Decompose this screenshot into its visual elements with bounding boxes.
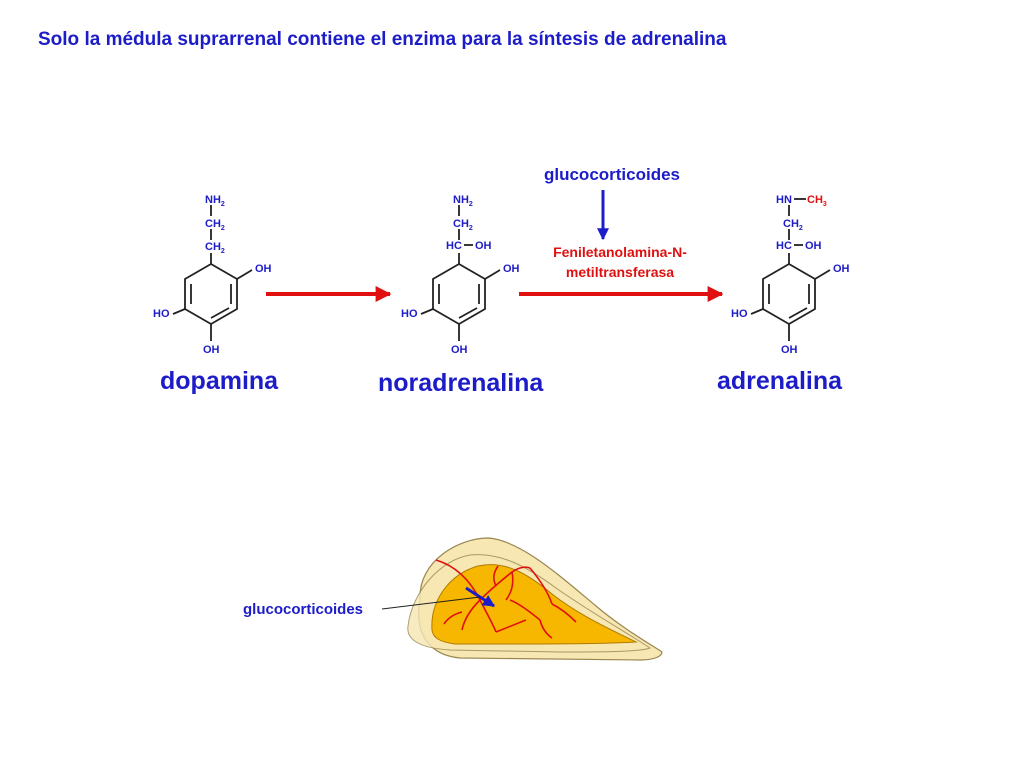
adrenaline-label: adrenalina <box>717 367 843 395</box>
noradrenaline-benzene-ring <box>432 262 486 326</box>
adrenaline-hc: HC <box>776 240 792 252</box>
noradrenaline-oh-right: OH <box>503 263 520 275</box>
dopamine-oh-right: OH <box>255 263 272 275</box>
adrenaline-oh-bottom: OH <box>781 344 798 356</box>
noradrenaline-hc: HC <box>446 240 462 252</box>
adrenaline-hc-oh: OH <box>805 240 822 252</box>
svg-text:NH2: NH2 <box>205 194 225 208</box>
enzyme-label-line1: Feniletanolamina-N- <box>553 244 687 260</box>
adrenaline-hn: HN <box>776 194 792 206</box>
dopamine-label: dopamina <box>160 367 279 395</box>
svg-text:CH2: CH2 <box>205 241 225 255</box>
adrenal-gland-illustration <box>381 537 663 661</box>
adrenaline-ho-left: HO <box>731 308 748 320</box>
gland-leader-line <box>381 596 481 610</box>
dopamine-ch2-a: CH <box>205 218 221 230</box>
page-title: Solo la médula suprarrenal contiene el e… <box>38 29 727 50</box>
noradrenaline-nh2: NH <box>453 194 469 206</box>
noradrenaline-structure: NH2 CH2 HC OH OH HO OH <box>401 194 520 356</box>
gland-label: glucocorticoides <box>243 601 363 618</box>
svg-text:CH3: CH3 <box>807 194 827 208</box>
adrenal-medulla <box>431 564 638 645</box>
svg-text:CH2: CH2 <box>205 218 225 232</box>
svg-text:NH2: NH2 <box>453 194 473 208</box>
regulator-label: glucocorticoides <box>544 165 680 184</box>
adrenaline-oh-right: OH <box>833 263 850 275</box>
svg-text:CH2: CH2 <box>453 218 473 232</box>
noradrenaline-hc-oh: OH <box>475 240 492 252</box>
dopamine-nh2: NH <box>205 194 221 206</box>
adrenaline-structure: HN CH3 CH2 HC OH OH HO OH <box>731 194 850 356</box>
adrenaline-ch2: CH <box>783 218 799 230</box>
svg-text:CH2: CH2 <box>783 218 803 232</box>
adrenaline-ch3: CH <box>807 194 823 206</box>
dopamine-benzene-ring <box>184 262 238 326</box>
adrenaline-benzene-ring <box>762 262 816 326</box>
noradrenaline-ch2: CH <box>453 218 469 230</box>
enzyme-label-line2: metiltransferasa <box>566 264 674 280</box>
dopamine-ch2-b: CH <box>205 241 221 253</box>
dopamine-structure: NH2 CH2 CH2 OH HO OH <box>153 194 272 356</box>
dopamine-oh-bottom: OH <box>203 344 220 356</box>
noradrenaline-oh-bottom: OH <box>451 344 468 356</box>
noradrenaline-ho-left: HO <box>401 308 418 320</box>
dopamine-ho-left: HO <box>153 308 170 320</box>
noradrenaline-label: noradrenalina <box>378 369 544 397</box>
